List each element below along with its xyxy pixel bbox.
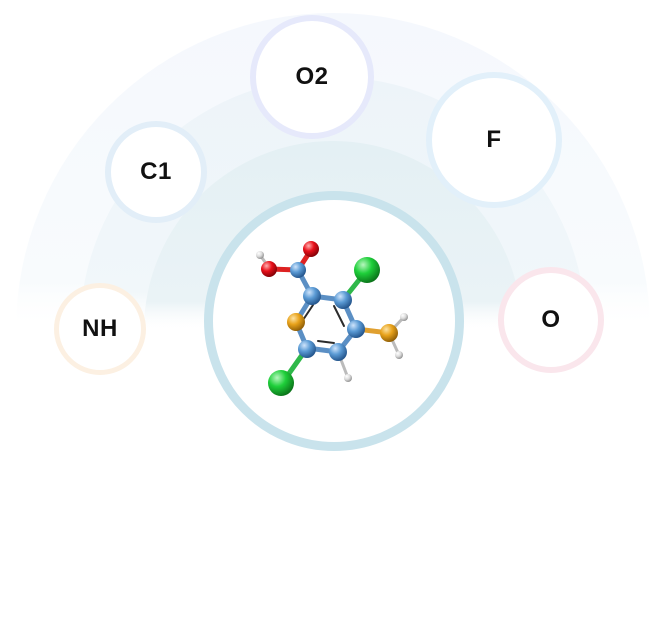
atom-carbon [347,320,365,338]
node-o[interactable]: O [498,267,604,373]
atom-hydrogen [400,313,408,321]
atoms [256,241,408,396]
node-label: O [541,306,561,333]
atom-carbon [290,262,306,278]
node-label: O2 [295,63,329,90]
atom-chlorine [268,370,294,396]
atom-hydrogen [256,251,264,259]
node-nh[interactable]: NH [54,283,146,375]
node-label: NH [82,315,118,342]
atom-nitrogen [287,313,305,331]
atom-carbon [329,343,347,361]
center-molecule-ring [204,191,464,451]
atom-hydrogen [344,374,352,382]
atom-hydrogen [395,351,403,359]
atom-oxygen [303,241,319,257]
atom-carbon [303,287,321,305]
bond-inner [333,305,345,327]
atom-carbon [334,291,352,309]
atom-nitrogen [380,324,398,342]
node-o2[interactable]: O2 [250,15,374,139]
atom-carbon [298,340,316,358]
bond-inner [317,340,335,344]
node-label: F [486,126,502,153]
atom-oxygen [261,261,277,277]
node-c1[interactable]: C1 [105,121,207,223]
node-f[interactable]: F [426,72,562,208]
atom-chlorine [354,257,380,283]
bonds [258,247,406,385]
node-label: C1 [140,158,172,185]
bond-inner [302,304,314,321]
